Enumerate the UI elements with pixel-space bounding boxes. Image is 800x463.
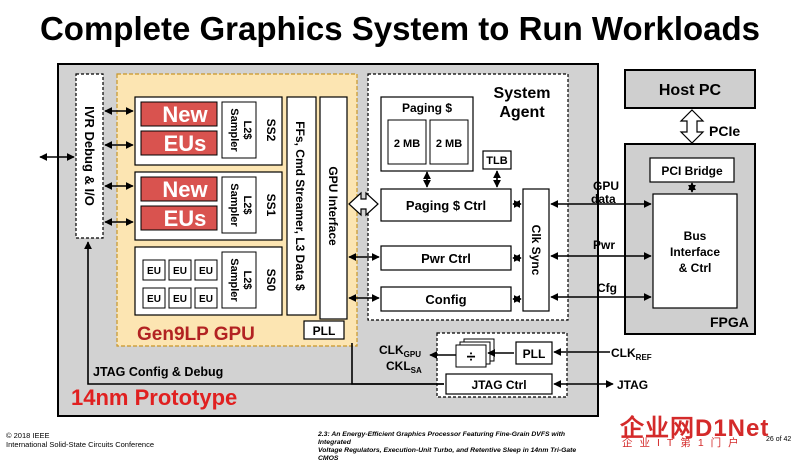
paging-ctrl-block: [380, 188, 512, 222]
cache-label: L2$: [241, 121, 253, 140]
jtag-config-debug-label: JTAG Config & Debug: [93, 365, 223, 379]
system-agent-label: Agent: [499, 104, 545, 121]
sampler-block: [221, 176, 257, 234]
clk-sync-block: [522, 188, 550, 312]
cache-label: L2$: [241, 196, 253, 215]
eu-block: [168, 287, 192, 309]
footer-copyright: © 2018 IEEE: [6, 431, 50, 440]
bus-interface-label: & Ctrl: [679, 261, 712, 275]
page-number: 26 of 42: [766, 436, 792, 443]
ff-cmd-streamer-label: FFs, Cmd Streamer, L3 Data $: [293, 121, 307, 291]
jtag-ctrl-label: JTAG Ctrl: [471, 378, 526, 392]
eu-label: EU: [173, 294, 187, 305]
subslice-label: SS2: [264, 119, 278, 142]
slide-title: Complete Graphics System to Run Workload…: [39, 10, 761, 47]
pci-bridge-label: PCI Bridge: [661, 164, 723, 178]
pci-bridge-block: [649, 157, 735, 183]
clk-ref-label: CLKREF: [611, 346, 652, 362]
paging-ctrl-label: Paging $ Ctrl: [406, 198, 486, 213]
footer-paper-block: 2.3: An Energy-Efficient Graphics Proces…: [318, 431, 588, 463]
tlb-block: [482, 150, 512, 170]
config-block: [380, 286, 512, 312]
host-pc-block: [624, 69, 756, 109]
bus-interface-label: Bus: [684, 229, 707, 243]
eu-label: EU: [173, 266, 187, 277]
footer-copyright-block: © 2018 IEEE International Solid-State Ci…: [6, 431, 154, 449]
gpu-pll-block: [303, 320, 345, 340]
jtag-ctrl-block: [445, 373, 553, 395]
gpu-pll-label: PLL: [313, 324, 336, 338]
host-pc-label: Host PC: [659, 82, 722, 99]
config-label: Config: [425, 292, 466, 307]
sampler-label: Sampler: [228, 108, 240, 152]
new-eu-block: [140, 101, 218, 127]
eu-label: EUs: [164, 206, 207, 231]
new-eu-block: [140, 205, 218, 231]
ff-cmd-streamer-block: [286, 96, 317, 316]
new-eu-block: [140, 130, 218, 156]
pwr-link-label: Pwr: [593, 238, 615, 252]
eu-label: EU: [147, 294, 161, 305]
ivr-debug-label: IVR Debug & I/O: [82, 106, 97, 206]
watermark: 企业网D1Net 企业IT第1门户: [612, 406, 800, 450]
mb-label: 2 MB: [394, 138, 420, 150]
architecture-diagram: IVR Debug & I/O New EUs Sampler L2$ SS2 …: [39, 63, 756, 417]
paging-cache-label: Paging $: [402, 101, 452, 115]
eu-block: [168, 259, 192, 281]
pcie-label: PCIe: [709, 123, 740, 139]
pcie-arrow: [679, 109, 705, 144]
tlb-label: TLB: [486, 155, 507, 167]
clock-pll-label: PLL: [523, 347, 546, 361]
jtag-label: JTAG: [617, 378, 648, 392]
watermark-tagline: 企业IT第1门户: [622, 437, 746, 449]
sampler-label: Sampler: [228, 258, 240, 302]
eu-label: New: [162, 177, 208, 202]
eu-label: EU: [147, 266, 161, 277]
gpu-interface-arrow: [348, 191, 379, 217]
gpu-interface-block: [319, 96, 348, 320]
footer-paper-line: Voltage Regulators, Execution-Unit Turbo…: [318, 447, 577, 462]
clk-sync-label: Clk Sync: [529, 225, 543, 276]
sampler-block: [221, 251, 257, 309]
eu-block: [142, 287, 166, 309]
cfg-link-label: Cfg: [597, 281, 617, 295]
footer-paper-line: 2.3: An Energy-Efficient Graphics Proces…: [318, 431, 566, 446]
clock-pll-block: [515, 341, 553, 365]
gpu-data-label: GPU: [593, 179, 619, 193]
slide: Complete Graphics System to Run Workload…: [6, 10, 800, 462]
eu-block: [194, 259, 218, 281]
mb-block: [429, 119, 469, 165]
divider-label: ÷: [467, 349, 476, 366]
sampler-block: [221, 101, 257, 159]
pwr-ctrl-block: [380, 245, 512, 271]
eu-label: EU: [199, 294, 213, 305]
prototype-label: 14nm Prototype: [71, 385, 237, 410]
clk-gpu-label: CLKGPU: [379, 343, 421, 359]
bus-interface-block: [652, 193, 738, 309]
eu-label: EU: [199, 266, 213, 277]
eu-block: [194, 287, 218, 309]
fpga-label: FPGA: [710, 314, 749, 330]
system-agent-label: System: [494, 85, 551, 102]
new-eu-block: [140, 176, 218, 202]
sampler-label: Sampler: [228, 183, 240, 227]
pwr-ctrl-label: Pwr Ctrl: [421, 251, 471, 266]
mb-label: 2 MB: [436, 138, 462, 150]
connector-arrows: [39, 107, 696, 388]
subslice-label: SS0: [264, 269, 278, 292]
ckl-sa-label: CKLSA: [386, 359, 422, 375]
divider-block: [455, 344, 487, 368]
eu-label: New: [162, 102, 208, 127]
gpu-label: Gen9LP GPU: [137, 324, 255, 345]
eu-label: EUs: [164, 131, 207, 156]
footer-conference: International Solid-State Circuits Confe…: [6, 440, 154, 449]
eu-block: [142, 259, 166, 281]
cache-label: L2$: [241, 271, 253, 290]
gpu-interface-label: GPU Interface: [326, 166, 340, 246]
watermark-logo: 企业网D1Net: [620, 415, 770, 442]
ivr-debug-block: [75, 73, 104, 239]
bus-interface-label: Interface: [670, 245, 720, 259]
subslice-label: SS1: [264, 194, 278, 217]
mb-block: [387, 119, 427, 165]
